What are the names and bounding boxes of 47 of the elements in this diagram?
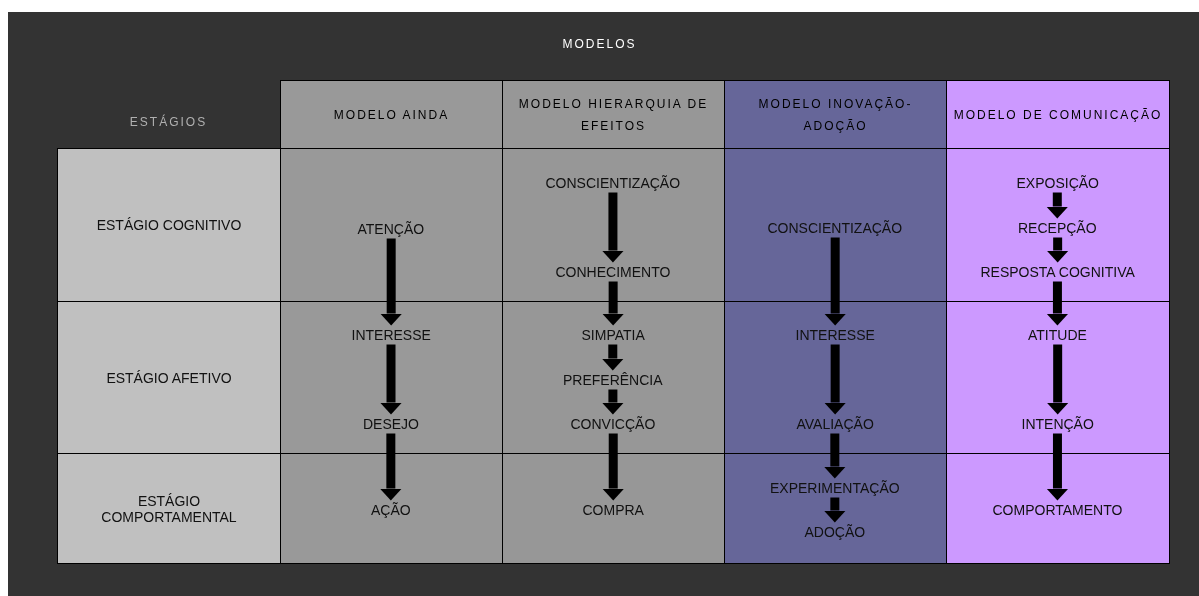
arrow xyxy=(379,433,402,501)
step-label: COMPORTAMENTO xyxy=(992,501,1123,519)
step-label: ADOÇÃO xyxy=(804,523,866,541)
table-title: MODELOS xyxy=(561,37,638,51)
row-header: ESTÁGIO AFETIVO xyxy=(57,301,281,454)
step-label: SIMPATIA xyxy=(581,326,645,344)
arrow xyxy=(1046,433,1069,501)
arrow xyxy=(380,238,403,326)
column-heading: ESTÁGIOS xyxy=(128,115,209,129)
step-label: INTENÇÃO xyxy=(1021,415,1094,433)
step-label: CONSCIENTIZAÇÃO xyxy=(767,219,903,237)
arrow xyxy=(602,433,625,501)
column-header: MODELO DE COMUNICAÇÃO xyxy=(946,80,1170,149)
arrow xyxy=(380,344,402,415)
step-label: DESEJO xyxy=(363,415,419,433)
step-label: COMPRA xyxy=(582,501,644,519)
column-header: MODELO AINDA xyxy=(280,80,503,149)
arrow xyxy=(823,497,846,523)
step-label: RESPOSTA COGNITIVA xyxy=(980,263,1135,281)
arrow xyxy=(823,433,846,479)
step-label: INTERESSE xyxy=(795,326,875,344)
step-label: EXPERIMENTAÇÃO xyxy=(770,479,900,497)
arrow xyxy=(602,281,625,326)
row-header: ESTÁGIO COGNITIVO xyxy=(57,148,281,302)
column-header: MODELO HIERARQUIA DE EFEITOS xyxy=(502,80,725,149)
arrow xyxy=(601,344,624,371)
arrow xyxy=(601,192,624,263)
step-label: ATITUDE xyxy=(1028,326,1087,344)
step-label: ATENÇÃO xyxy=(357,220,425,238)
arrow xyxy=(1046,344,1069,415)
step-label: INTERESSE xyxy=(351,326,431,344)
step-label: AVALIAÇÃO xyxy=(796,415,874,433)
arrow xyxy=(824,344,847,415)
arrow xyxy=(601,389,624,415)
step-label: CONHECIMENTO xyxy=(555,263,671,281)
row-header: ESTÁGIO COMPORTAMENTAL xyxy=(57,453,281,564)
arrow xyxy=(824,237,847,326)
arrow xyxy=(1046,192,1069,219)
step-label: PREFERÊNCIA xyxy=(563,371,663,389)
step-label: CONSCIENTIZAÇÃO xyxy=(545,174,681,192)
step-label: CONVICÇÃO xyxy=(570,415,656,433)
step-label: RECEPÇÃO xyxy=(1018,219,1097,237)
arrow xyxy=(1046,237,1069,263)
column-header: MODELO INOVAÇÃO-ADOÇÃO xyxy=(724,80,947,149)
arrow xyxy=(1046,281,1069,326)
step-label: AÇÃO xyxy=(371,501,411,519)
step-label: EXPOSIÇÃO xyxy=(1016,174,1099,192)
